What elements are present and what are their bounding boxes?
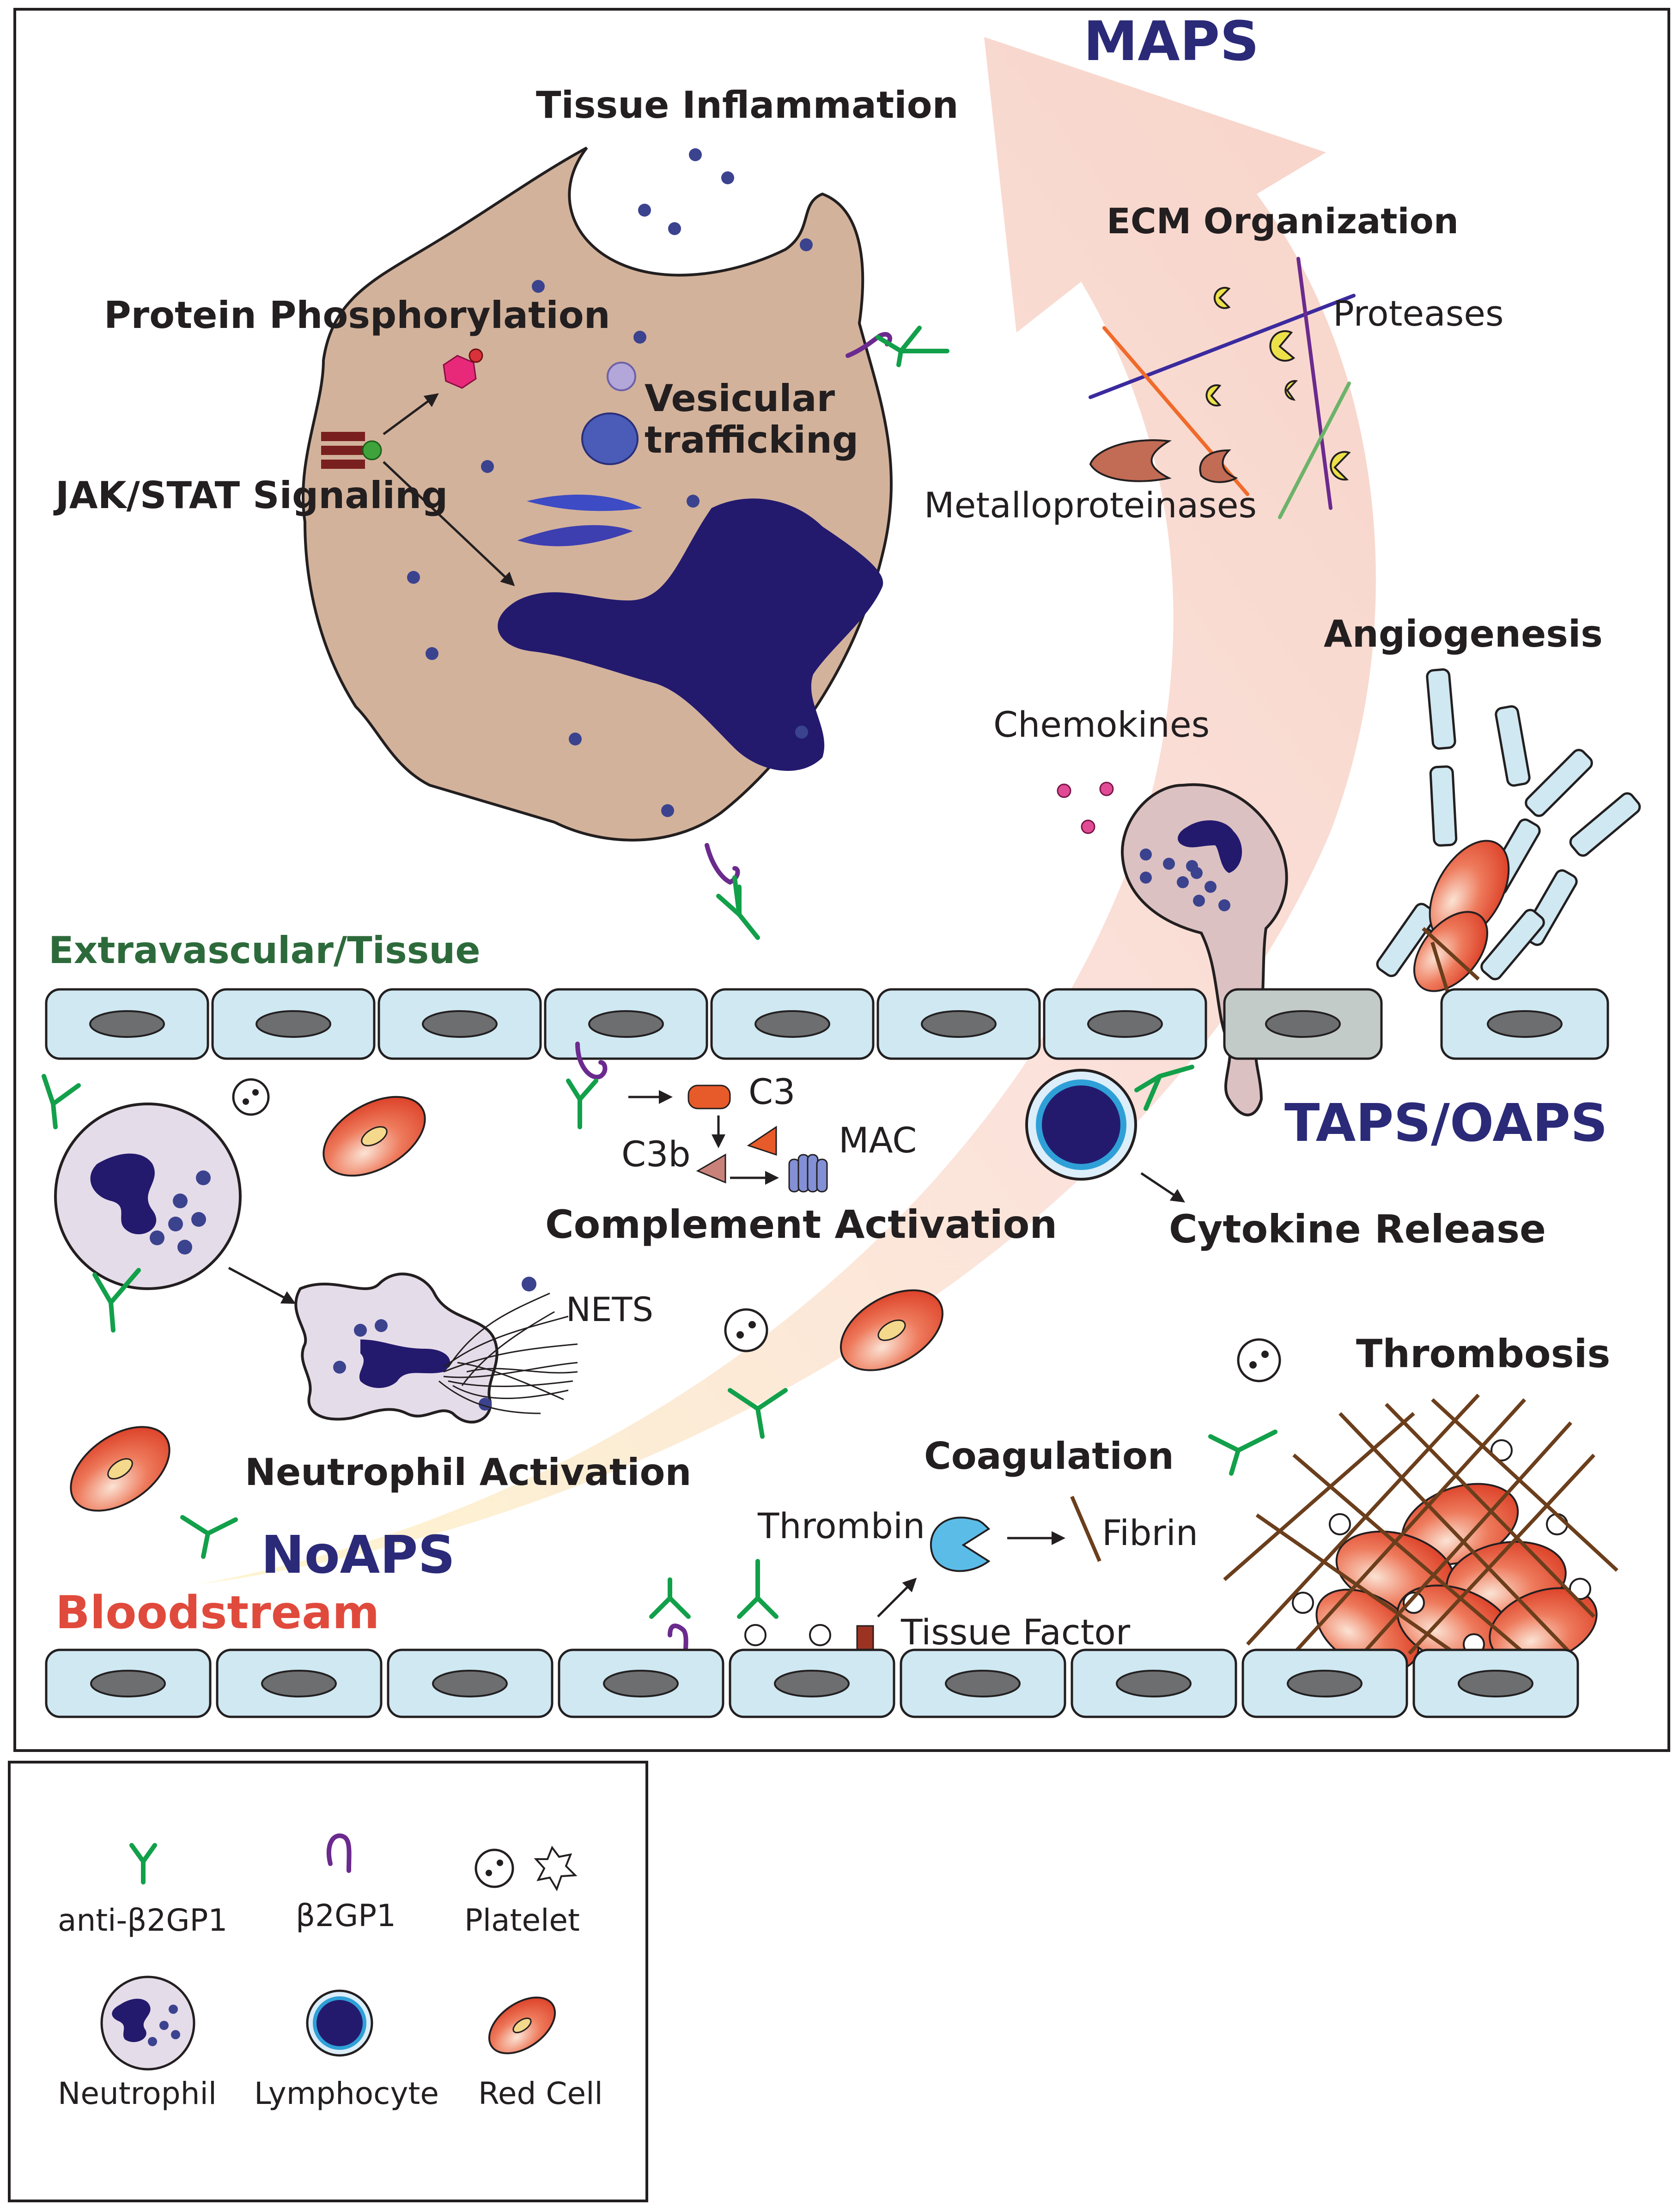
- arrow-neutrophil-activation: [228, 1267, 296, 1304]
- platelet-granules-2: [736, 1321, 756, 1339]
- anti-b2gp1-legend-icon: [129, 1843, 157, 1885]
- ecm-organization-label: ECM Organization: [1107, 200, 1459, 242]
- taps-oaps-label: TAPS/OAPS: [1284, 1093, 1608, 1153]
- c3b-label: C3b: [621, 1133, 691, 1175]
- free-granule: [522, 1277, 536, 1291]
- antibody-lymphocyte: [1134, 1065, 1194, 1111]
- legend-platelet: Platelet: [464, 1903, 580, 1938]
- mac-icon: [788, 1154, 828, 1193]
- endothelium-lower: [45, 1648, 1579, 1718]
- legend-frame: [8, 1761, 648, 2202]
- lymphocyte-legend-icon: [306, 1989, 373, 2057]
- platelet-resting-1: [232, 1078, 270, 1116]
- platelet-resting-3: [1237, 1338, 1281, 1382]
- legend-anti-b2gp1: anti-β2GP1: [58, 1903, 227, 1938]
- protein-phosphorylation-label: Protein Phosphorylation: [104, 294, 610, 337]
- red-cell-3-center: [107, 1458, 133, 1480]
- cytokine-release-label: Cytokine Release: [1169, 1206, 1546, 1252]
- phosphate-icon: [468, 348, 483, 363]
- arrow-to-phospho: [383, 393, 439, 436]
- thrombus-platelets: [1292, 1439, 1591, 1655]
- antibody-lower-left: [180, 1515, 238, 1559]
- complement-activation-label: Complement Activation: [545, 1202, 1057, 1247]
- thrombus-fibrin: [1223, 1394, 1618, 1655]
- nets-label: NETS: [566, 1290, 653, 1329]
- c3b-icon: [696, 1153, 726, 1184]
- angiogenesis-label: Angiogenesis: [1324, 612, 1603, 655]
- proteases-label: Proteases: [1333, 293, 1504, 334]
- platelet-legend-granules: [486, 1860, 503, 1876]
- red-cell-1-center: [361, 1126, 388, 1146]
- fibrin-strand-icon: [1070, 1496, 1101, 1562]
- phospho-protein-icon: [443, 355, 477, 389]
- monocyte-granules: [1140, 848, 1230, 911]
- maps-label: MAPS: [1083, 9, 1259, 73]
- b2gp1-legend-icon: [326, 1833, 352, 1873]
- arrow-to-nucleus: [383, 461, 515, 587]
- c3a-icon: [747, 1126, 777, 1156]
- antibody-mid-1: [728, 1388, 788, 1439]
- platelet-granules-3: [1249, 1351, 1269, 1369]
- extravascular-label: Extravascular/Tissue: [49, 929, 481, 972]
- monocyte-nucleus: [1178, 820, 1242, 873]
- endothelium-upper: [45, 988, 1609, 1060]
- protease-icons: [1205, 287, 1351, 481]
- arrow-cytokine: [1140, 1172, 1185, 1203]
- tissue-inflammation-label: Tissue Inflammation: [536, 84, 959, 127]
- nets-fibers: [438, 1292, 578, 1414]
- c3-icon: [687, 1085, 731, 1109]
- golgi-stack-2: [517, 525, 633, 546]
- arrow-tissue-factor: [877, 1577, 917, 1618]
- thrombin-label: Thrombin: [757, 1505, 925, 1546]
- coagulation-label: Coagulation: [924, 1435, 1174, 1478]
- antibody-bottom-2: [737, 1559, 779, 1619]
- metalloproteinase-icons: [1089, 439, 1238, 483]
- activated-platelet-legend-icon: [534, 1845, 578, 1891]
- bloodstream-label: Bloodstream: [55, 1587, 379, 1639]
- chemokines-label: Chemokines: [993, 704, 1210, 745]
- neutrophil-activation-label: Neutrophil Activation: [245, 1451, 691, 1494]
- neutrophil-resting: [54, 1103, 242, 1290]
- activated-platelets-bottom: [744, 1624, 831, 1646]
- c3-label: C3: [748, 1071, 795, 1112]
- platelet-granules-1: [243, 1089, 259, 1105]
- chemokine-dots: [1057, 782, 1114, 834]
- activated-neutrophil-nucleus: [359, 1339, 450, 1388]
- legend-lymphocyte: Lymphocyte: [254, 2076, 439, 2111]
- jak-stat-label: JAK/STAT Signaling: [53, 474, 448, 517]
- vesicle-small: [607, 362, 636, 391]
- antibody-left-top: [42, 1074, 81, 1129]
- neutrophil-legend-icon: [100, 1976, 195, 2071]
- thrombin-icon: [930, 1516, 991, 1572]
- antibody-thrombosis: [1208, 1430, 1278, 1476]
- antibody-complement: [566, 1042, 608, 1129]
- noaps-label: NoAPS: [261, 1525, 455, 1585]
- antibody-macrophage-right: [846, 326, 949, 367]
- tissue-factor-label: Tissue Factor: [900, 1612, 1131, 1653]
- legend-b2gp1: β2GP1: [296, 1898, 396, 1933]
- vesicular-label: Vesicular: [645, 377, 835, 420]
- vesicle-large: [581, 412, 639, 465]
- red-cell-2-center: [877, 1319, 906, 1341]
- legend-neutrophil: Neutrophil: [58, 2076, 217, 2111]
- fibrin-label: Fibrin: [1102, 1512, 1198, 1553]
- mac-label: MAC: [839, 1120, 917, 1161]
- lymphocyte: [1025, 1069, 1137, 1181]
- metalloproteinases-label: Metalloproteinases: [924, 485, 1257, 526]
- macrophage-granules: [407, 148, 813, 817]
- thrombosis-label: Thrombosis: [1356, 1331, 1610, 1376]
- platelet-legend-icon: [474, 1848, 514, 1888]
- antibody-neutrophil: [92, 1268, 141, 1333]
- trafficking-label: trafficking: [645, 418, 858, 461]
- golgi-stack-1: [527, 494, 642, 511]
- legend-red-cell: Red Cell: [478, 2076, 603, 2111]
- macrophage-nucleus: [498, 498, 883, 771]
- progression-arrow: [199, 37, 1376, 1584]
- jak-stat-receptor: [321, 432, 382, 469]
- platelet-resting-2: [724, 1308, 768, 1352]
- antibody-macrophage-bottom: [705, 843, 760, 940]
- red-cell-legend-center: [512, 2017, 532, 2034]
